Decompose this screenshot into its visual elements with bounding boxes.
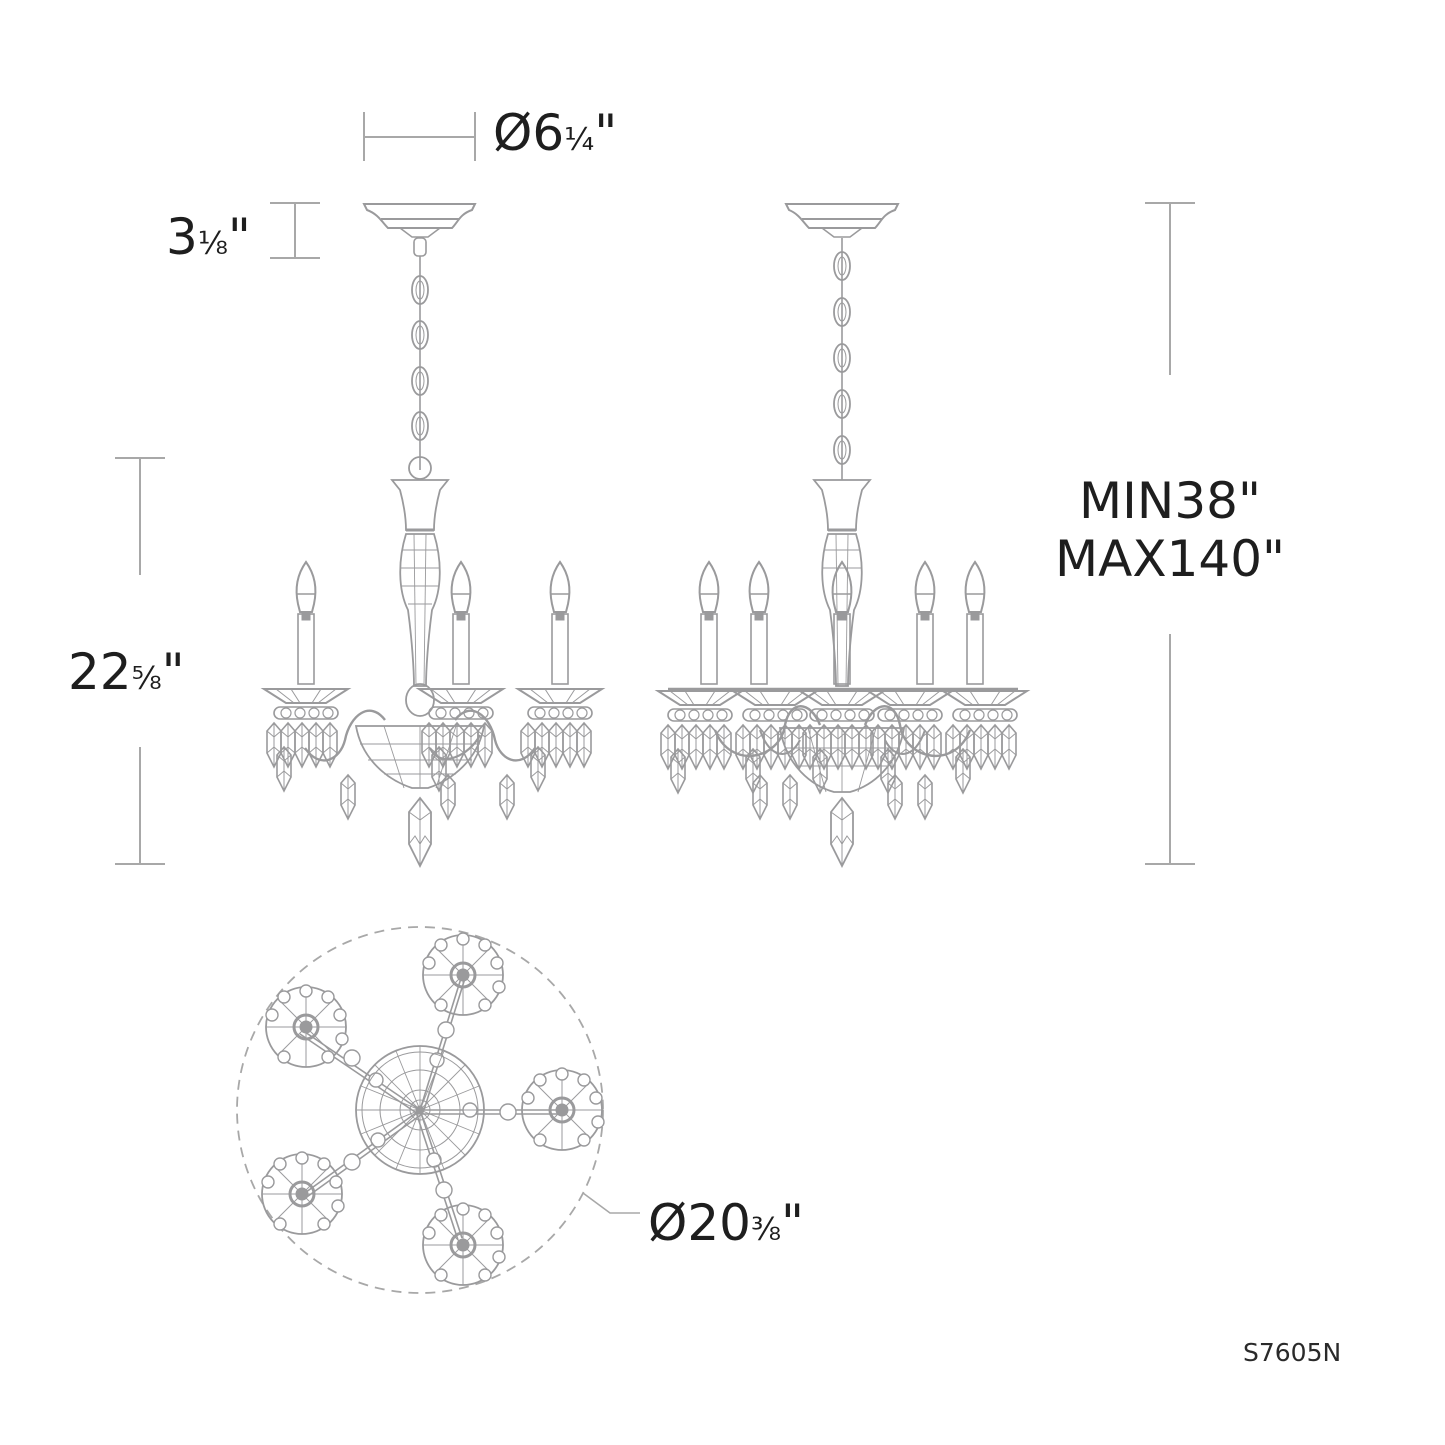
inch-unit: " [594,104,618,162]
min-height: MIN38" [1079,472,1261,530]
dimension-whole: 22 [68,643,132,701]
front-view-chandelier [264,203,602,867]
inch-unit: " [227,208,251,266]
diameter-symbol: Ø [648,1194,688,1252]
body-diameter-label: Ø20⅜" [648,1198,804,1248]
canopy-height-label: 3⅛" [166,212,251,262]
top-view-chandelier [236,926,606,1294]
dimension-fraction: ⅜ [750,1212,782,1248]
max-height: MAX140" [1054,530,1286,588]
dimension-whole: 6 [532,104,565,162]
dimension-lines [115,112,1195,1214]
dimension-fraction: ¼ [564,122,595,158]
dimension-fraction: ⅝ [131,661,162,697]
model-number: S7605N [1243,1338,1342,1367]
body-height-label: 22⅝" [68,647,185,697]
diameter-symbol: Ø [493,104,533,162]
side-view-chandelier [658,203,1027,867]
dimension-whole: 3 [166,208,198,266]
inch-unit: " [781,1194,805,1252]
overall-height-label: MIN38" MAX140" [1045,472,1295,588]
dimension-whole: 20 [687,1194,751,1252]
inch-unit: " [161,643,185,701]
canopy-diameter-label: Ø6¼" [493,108,617,158]
dimension-fraction: ⅛ [197,226,228,262]
